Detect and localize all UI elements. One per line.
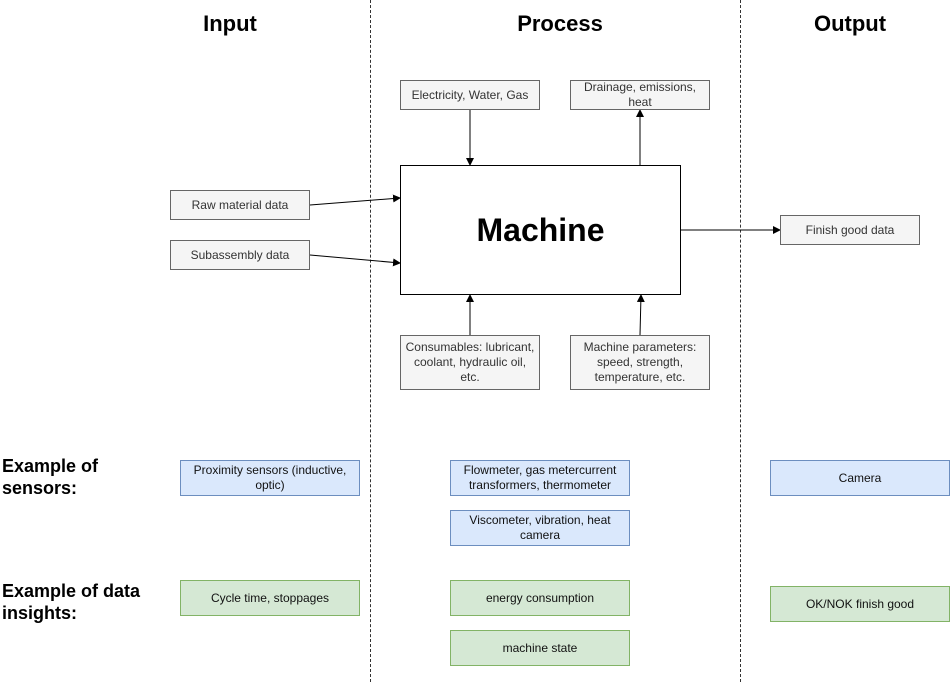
sensors-row-label: Example of sensors:	[2, 456, 99, 498]
subassembly-data-box: Subassembly data	[170, 240, 310, 270]
output-sensor-box: Camera	[770, 460, 950, 496]
input-sensor-box: Proximity sensors (inductive, optic)	[180, 460, 360, 496]
arrow-parameters-to-machine	[636, 294, 645, 336]
process-insight-box-2: machine state	[450, 630, 630, 666]
machine-box: Machine	[400, 165, 681, 295]
insights-row-label: Example of data insights:	[2, 581, 141, 623]
machine-parameters-box: Machine parameters: speed, strength, tem…	[570, 335, 710, 390]
divider-input-process	[370, 0, 371, 682]
arrow-subassembly-to-machine	[309, 254, 401, 267]
arrow-raw-to-machine	[309, 194, 401, 206]
input-insight-box: Cycle time, stoppages	[180, 580, 360, 616]
consumables-box: Consumables: lubricant, coolant, hydraul…	[400, 335, 540, 390]
drainage-emissions-box: Drainage, emissions, heat	[570, 80, 710, 110]
raw-material-data-box: Raw material data	[170, 190, 310, 220]
utilities-box: Electricity, Water, Gas	[400, 80, 540, 110]
process-header: Process	[517, 11, 603, 36]
input-header: Input	[203, 11, 257, 36]
process-sensor-box-2: Viscometer, vibration, heat camera	[450, 510, 630, 546]
output-header: Output	[813, 11, 887, 36]
finish-good-data-box: Finish good data	[780, 215, 920, 245]
process-insight-box-1: energy consumption	[450, 580, 630, 616]
process-sensor-box-1: Flowmeter, gas metercurrent transformers…	[450, 460, 630, 496]
divider-process-output	[740, 0, 741, 682]
output-insight-box: OK/NOK finish good	[770, 586, 950, 622]
